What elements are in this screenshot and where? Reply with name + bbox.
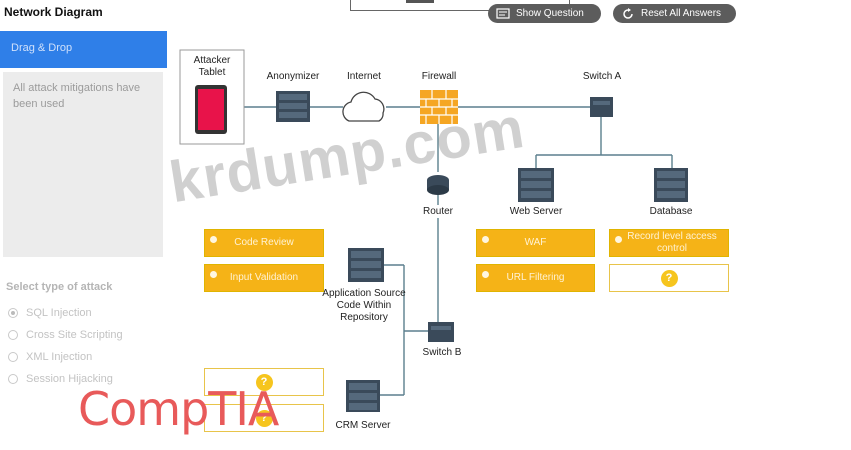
show-question-label: Show Question	[516, 8, 584, 19]
slot-dot	[615, 236, 622, 243]
reset-icon	[623, 8, 633, 19]
empty-pool-message: All attack mitigations have been used	[13, 82, 141, 110]
mitigation-pool: All attack mitigations have been used	[3, 72, 163, 257]
router-label: Router	[422, 206, 453, 217]
slot-label: WAF	[524, 237, 547, 248]
radio-session-hijacking[interactable]: Session Hijacking	[8, 373, 113, 385]
anonymizer-server-icon	[276, 91, 310, 122]
radio-xml-injection[interactable]: XML Injection	[8, 351, 92, 363]
web-server-icon	[518, 168, 554, 202]
page-title: Network Diagram	[4, 5, 103, 19]
attacker-tablet-label: Attacker Tablet	[193, 55, 231, 78]
connection-lines	[244, 106, 673, 396]
slot-dot	[482, 271, 489, 278]
internet-cloud-icon	[342, 91, 385, 122]
database-label: Database	[649, 206, 693, 217]
slot-label: Input Validation	[229, 272, 299, 283]
firewall-icon	[420, 90, 458, 124]
switch-b-label: Switch B	[422, 347, 462, 358]
internet-label: Internet	[347, 71, 381, 82]
slot-record-level-access[interactable]: Record level access control	[609, 229, 729, 257]
slot-dot	[210, 271, 217, 278]
empty-drop-slot-crm-1[interactable]: ?	[204, 368, 324, 396]
radio-label: SQL Injection	[26, 307, 92, 319]
web-server-label: Web Server	[509, 206, 563, 217]
radio-label: Cross Site Scripting	[26, 329, 123, 341]
radio-sql-injection[interactable]: SQL Injection	[8, 307, 92, 319]
radio-button[interactable]	[8, 374, 18, 384]
drag-drop-tab[interactable]: Drag & Drop	[0, 31, 167, 68]
slot-waf[interactable]: WAF	[476, 229, 595, 257]
radio-button[interactable]	[8, 330, 18, 340]
radio-label: Session Hijacking	[26, 373, 113, 385]
repository-server-icon	[348, 248, 384, 282]
radio-button[interactable]	[8, 308, 18, 318]
show-question-button[interactable]: Show Question	[488, 4, 601, 23]
crm-server-icon	[346, 380, 380, 412]
slot-url-filtering[interactable]: URL Filtering	[476, 264, 595, 292]
slot-dot	[210, 236, 217, 243]
question-window-icon	[496, 8, 510, 19]
slot-label: Record level access control	[627, 231, 717, 254]
firewall-label: Firewall	[421, 71, 457, 82]
radio-button[interactable]	[8, 352, 18, 362]
switch-a-icon	[590, 97, 613, 117]
radio-label: XML Injection	[26, 351, 93, 363]
anonymizer-label: Anonymizer	[266, 71, 320, 82]
switch-b-icon	[428, 322, 454, 342]
empty-drop-slot-crm-2[interactable]: ?	[204, 404, 324, 432]
switch-a-label: Switch A	[582, 71, 622, 82]
router-icon	[427, 175, 449, 195]
crm-server-label: CRM Server	[335, 420, 391, 431]
comptia-logo: CompTIA	[78, 382, 279, 436]
slot-code-review[interactable]: Code Review	[204, 229, 324, 257]
reset-all-label: Reset All Answers	[641, 8, 722, 19]
slot-label: URL Filtering	[506, 272, 565, 283]
empty-drop-slot-database[interactable]: ?	[609, 264, 729, 292]
repository-label: Application Source Code Within Repositor…	[322, 288, 406, 323]
radio-cross-site-scripting[interactable]: Cross Site Scripting	[8, 329, 123, 341]
slot-label: Code Review	[234, 237, 294, 248]
slot-input-validation[interactable]: Input Validation	[204, 264, 324, 292]
reset-all-answers-button[interactable]: Reset All Answers	[613, 4, 736, 23]
question-icon: ?	[255, 409, 273, 427]
slot-dot	[482, 236, 489, 243]
database-server-icon	[654, 168, 688, 202]
attack-type-title: Select type of attack	[6, 281, 113, 293]
question-icon: ?	[255, 373, 273, 391]
question-icon: ?	[660, 269, 678, 287]
